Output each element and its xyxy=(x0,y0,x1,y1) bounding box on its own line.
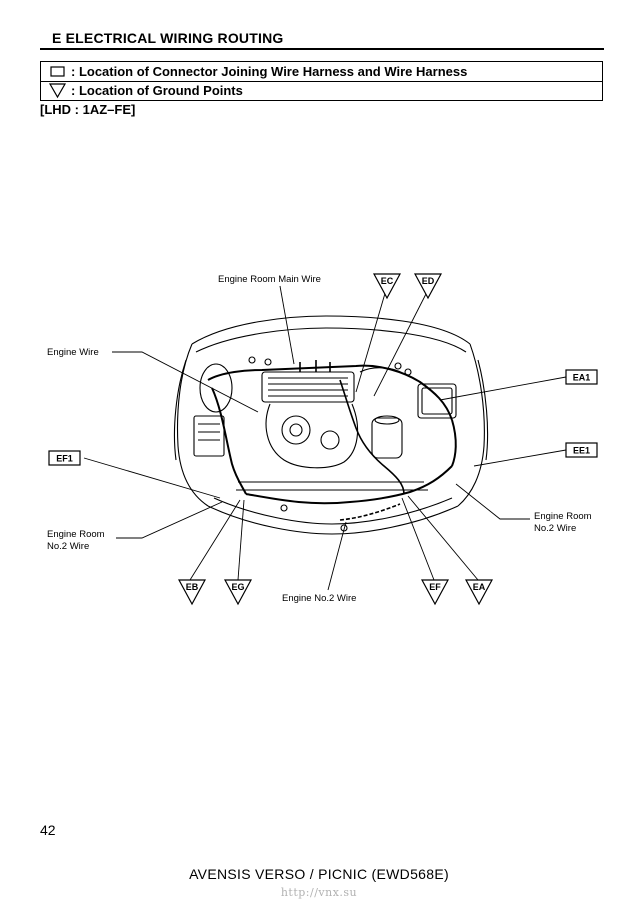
leader-lines xyxy=(83,285,567,591)
ground-ed: ED xyxy=(413,273,443,300)
ground-triangle-icon xyxy=(48,83,67,99)
legend-row-connector: : Location of Connector Joining Wire Har… xyxy=(41,62,602,82)
label-engine-room-no2-wire-right-1: Engine Room xyxy=(534,511,592,522)
label-engine-room-no2-wire-left-2: No.2 Wire xyxy=(47,541,89,552)
watermark: http://vnx.su xyxy=(280,886,358,899)
ground-ec: EC xyxy=(372,273,402,300)
legend-box: : Location of Connector Joining Wire Har… xyxy=(40,61,603,101)
footer-book-title: AVENSIS VERSO / PICNIC (EWD568E) xyxy=(189,866,449,882)
label-engine-no2-wire: Engine No.2 Wire xyxy=(282,593,356,604)
ground-eb: EB xyxy=(177,579,207,606)
ground-ef-label: EF xyxy=(429,582,441,592)
ground-eg-label: EG xyxy=(231,582,244,592)
ground-eg: EG xyxy=(223,579,253,606)
connector-ea1: EA1 xyxy=(565,369,598,385)
ground-ea: EA xyxy=(464,579,494,606)
legend-ground-text: : Location of Ground Points xyxy=(71,83,243,98)
title-rule xyxy=(40,48,604,50)
connector-ef1-label: EF1 xyxy=(56,454,73,464)
ground-ed-label: ED xyxy=(422,276,435,286)
connector-box-icon xyxy=(50,66,65,77)
label-engine-room-no2-wire-left-1: Engine Room xyxy=(47,529,105,540)
legend-row-ground: : Location of Ground Points xyxy=(41,81,602,100)
wire-harnesses xyxy=(207,360,457,521)
ground-eb-label: EB xyxy=(186,582,199,592)
vehicle-outline xyxy=(173,315,489,535)
section-title: E ELECTRICAL WIRING ROUTING xyxy=(52,30,284,46)
label-engine-wire: Engine Wire xyxy=(47,347,99,358)
connector-ea1-label: EA1 xyxy=(573,373,591,383)
variant-label: [LHD : 1AZ–FE] xyxy=(40,102,136,117)
connector-ee1: EE1 xyxy=(565,442,598,458)
connector-ee1-label: EE1 xyxy=(573,446,590,456)
ground-ef: EF xyxy=(420,579,450,606)
page-number: 42 xyxy=(40,822,56,838)
connector-ef1: EF1 xyxy=(48,450,81,466)
label-engine-room-no2-wire-right-2: No.2 Wire xyxy=(534,523,576,534)
ground-ea-label: EA xyxy=(473,582,486,592)
legend-connector-text: : Location of Connector Joining Wire Har… xyxy=(71,64,468,79)
ground-ec-label: EC xyxy=(381,276,394,286)
label-engine-room-main-wire: Engine Room Main Wire xyxy=(218,274,321,285)
